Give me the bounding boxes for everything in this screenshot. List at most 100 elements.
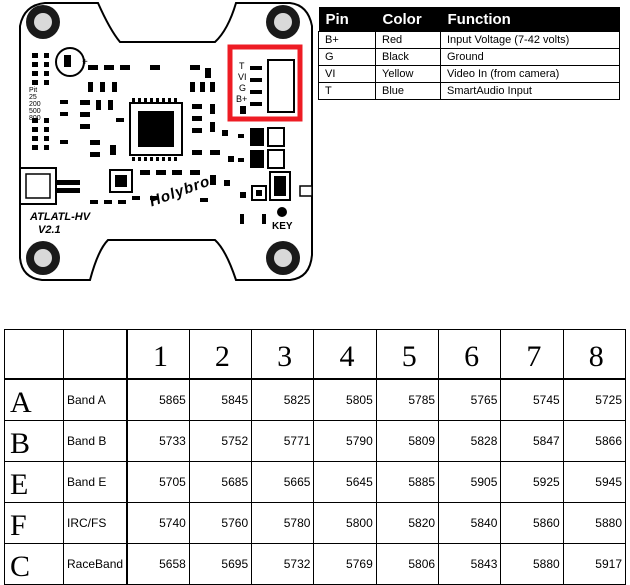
pin-cell: VI bbox=[318, 65, 376, 83]
pin-row: G Black Ground bbox=[318, 48, 620, 66]
color-cell: Black bbox=[375, 48, 441, 66]
freq-cell: 5780 bbox=[251, 502, 315, 544]
band-name: Band A bbox=[63, 378, 128, 421]
function-header: Function bbox=[440, 7, 620, 32]
freq-cell: 5843 bbox=[438, 543, 502, 585]
freq-cell: 5733 bbox=[125, 420, 190, 462]
band-row: A Band A 5865 5845 5825 5805 5785 5765 5… bbox=[4, 378, 627, 421]
key-label: KEY bbox=[272, 221, 293, 232]
freq-cell: 5752 bbox=[188, 420, 253, 462]
band-row: E Band E 5705 5685 5665 5645 5885 5905 5… bbox=[4, 461, 627, 503]
corner-cell bbox=[4, 329, 64, 380]
channel-header: 8 bbox=[562, 329, 627, 380]
band-name: IRC/FS bbox=[63, 502, 128, 544]
freq-cell: 5740 bbox=[125, 502, 190, 544]
band-name: Band E bbox=[63, 461, 128, 503]
pin-table: Pin Color Function B+ Red Input Voltage … bbox=[318, 7, 620, 100]
corner-cell bbox=[63, 329, 128, 380]
freq-cell: 5866 bbox=[562, 420, 627, 462]
side-label-25: 25 bbox=[29, 94, 37, 101]
freq-cell: 5685 bbox=[188, 461, 253, 503]
pin-row: VI Yellow Video In (from camera) bbox=[318, 65, 620, 83]
freq-cell: 5785 bbox=[375, 378, 440, 421]
freq-cell: 5645 bbox=[313, 461, 377, 503]
channel-header: 7 bbox=[500, 329, 564, 380]
pin-header: Pin bbox=[318, 7, 376, 32]
band-letter: E bbox=[4, 461, 64, 503]
freq-cell: 5880 bbox=[500, 543, 564, 585]
channel-header: 3 bbox=[251, 329, 315, 380]
board-model: ATLATL-HV bbox=[30, 211, 91, 223]
color-cell: Red bbox=[375, 31, 441, 49]
plus-label: + bbox=[82, 57, 88, 68]
band-letter: C bbox=[4, 543, 64, 585]
function-cell: Video In (from camera) bbox=[440, 65, 620, 83]
freq-cell: 5745 bbox=[500, 378, 564, 421]
band-row: B Band B 5733 5752 5771 5790 5809 5828 5… bbox=[4, 420, 627, 462]
channel-header: 1 bbox=[125, 329, 190, 380]
freq-cell: 5840 bbox=[438, 502, 502, 544]
freq-cell: 5732 bbox=[251, 543, 315, 585]
color-cell: Yellow bbox=[375, 65, 441, 83]
freq-cell: 5705 bbox=[125, 461, 190, 503]
band-row: F IRC/FS 5740 5760 5780 5800 5820 5840 5… bbox=[4, 502, 627, 544]
frequency-table: 1 2 3 4 5 6 7 8 A Band A 5865 5845 5825 … bbox=[4, 329, 627, 585]
function-cell: SmartAudio Input bbox=[440, 82, 620, 100]
freq-cell: 5769 bbox=[313, 543, 377, 585]
side-label-500: 500 bbox=[29, 108, 41, 115]
freq-cell: 5805 bbox=[313, 378, 377, 421]
channel-header: 2 bbox=[188, 329, 253, 380]
freq-cell: 5790 bbox=[313, 420, 377, 462]
smd-components bbox=[60, 65, 234, 204]
freq-cell: 5806 bbox=[375, 543, 440, 585]
freq-cell: 5905 bbox=[438, 461, 502, 503]
freq-cell: 5880 bbox=[562, 502, 627, 544]
freq-cell: 5865 bbox=[125, 378, 190, 421]
pin-table-header: Pin Color Function bbox=[318, 7, 620, 32]
pin-label-b-plus: B+ bbox=[236, 94, 248, 104]
freq-cell: 5885 bbox=[375, 461, 440, 503]
freq-cell: 5800 bbox=[313, 502, 377, 544]
freq-cell: 5765 bbox=[438, 378, 502, 421]
pin-row: B+ Red Input Voltage (7-42 volts) bbox=[318, 31, 620, 49]
pin-label-vi: VI bbox=[238, 72, 247, 82]
board-version: V2.1 bbox=[38, 224, 61, 236]
antenna-connector bbox=[19, 167, 80, 205]
pin-row: T Blue SmartAudio Input bbox=[318, 82, 620, 100]
band-row: C RaceBand 5658 5695 5732 5769 5806 5843… bbox=[4, 543, 627, 585]
frequency-body: A Band A 5865 5845 5825 5805 5785 5765 5… bbox=[4, 378, 627, 585]
function-cell: Input Voltage (7-42 volts) bbox=[440, 31, 620, 49]
freq-cell: 5847 bbox=[500, 420, 564, 462]
side-label-pit: Pit bbox=[29, 87, 38, 94]
freq-cell: 5658 bbox=[125, 543, 190, 585]
color-header: Color bbox=[375, 7, 441, 32]
pin-label-t: T bbox=[239, 61, 245, 71]
function-cell: Ground bbox=[440, 48, 620, 66]
freq-cell: 5860 bbox=[500, 502, 564, 544]
band-letter: B bbox=[4, 420, 64, 462]
vtx-board-illustration: + T VI G B+ Pit 25 200 500 800 Holybro A… bbox=[0, 0, 318, 290]
freq-cell: 5695 bbox=[188, 543, 253, 585]
freq-cell: 5771 bbox=[251, 420, 315, 462]
freq-cell: 5760 bbox=[188, 502, 253, 544]
pin-highlight-box bbox=[227, 44, 303, 122]
channel-header: 6 bbox=[438, 329, 502, 380]
band-name: Band B bbox=[63, 420, 128, 462]
freq-cell: 5925 bbox=[500, 461, 564, 503]
pin-cell: B+ bbox=[318, 31, 376, 49]
freq-cell: 5845 bbox=[188, 378, 253, 421]
freq-cell: 5917 bbox=[562, 543, 627, 585]
side-label-200: 200 bbox=[29, 101, 41, 108]
freq-cell: 5820 bbox=[375, 502, 440, 544]
channel-header: 5 bbox=[375, 329, 440, 380]
freq-cell: 5945 bbox=[562, 461, 627, 503]
band-letter: A bbox=[4, 378, 64, 421]
connector-pads bbox=[240, 59, 295, 114]
pin-label-g: G bbox=[239, 83, 247, 93]
pin-cell: T bbox=[318, 82, 376, 100]
freq-cell: 5828 bbox=[438, 420, 502, 462]
band-letter: F bbox=[4, 502, 64, 544]
mounting-holes bbox=[26, 5, 300, 275]
color-cell: Blue bbox=[375, 82, 441, 100]
band-name: RaceBand bbox=[63, 543, 128, 585]
